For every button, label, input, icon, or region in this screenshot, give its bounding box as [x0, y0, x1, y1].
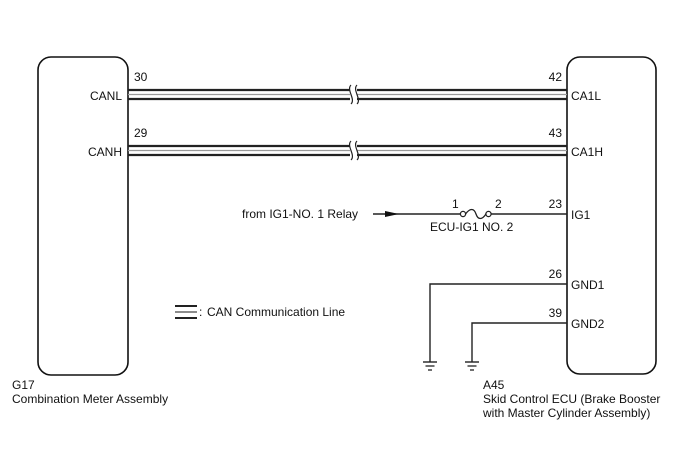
right-component-code: A45	[483, 378, 505, 392]
wire-break-icon	[348, 140, 354, 161]
left-component-name: Combination Meter Assembly	[12, 392, 169, 406]
ground-icon	[423, 361, 437, 371]
pin-number-26: 26	[548, 267, 562, 281]
pin-number-23: 23	[548, 197, 562, 211]
ig1-power-wire	[373, 208, 567, 220]
pin-number-39: 39	[548, 306, 562, 320]
ground-icon	[465, 361, 479, 371]
signal-label-gnd2: GND2	[571, 317, 605, 331]
signal-label-canh: CANH	[87, 145, 122, 159]
arrow-right-icon	[385, 211, 399, 217]
combination-meter-box	[37, 56, 129, 376]
pin-number-43: 43	[548, 126, 562, 140]
skid-control-ecu-box	[566, 56, 657, 375]
wire-break-icon	[348, 84, 354, 105]
left-component-code: G17	[12, 378, 35, 392]
fuse-name-label: ECU-IG1 NO. 2	[430, 220, 514, 234]
legend-separator: :	[199, 305, 203, 319]
signal-label-ca1h: CA1H	[571, 145, 604, 159]
can-high-wire	[128, 140, 567, 161]
right-component-name-line1: Skid Control ECU (Brake Booster	[483, 392, 661, 406]
signal-label-gnd1: GND1	[571, 278, 605, 292]
legend-label: CAN Communication Line	[207, 305, 346, 319]
can-low-wire	[128, 84, 567, 105]
signal-label-ca1l: CA1L	[571, 89, 602, 103]
power-source-label: from IG1-NO. 1 Relay	[242, 207, 359, 221]
fuse-pin-1: 1	[452, 197, 459, 211]
signal-label-canl: CANL	[89, 89, 122, 103]
fuse-pin-2: 2	[495, 197, 502, 211]
fuse-icon	[459, 208, 492, 220]
pin-number-42: 42	[548, 70, 562, 84]
pin-number-29: 29	[134, 126, 148, 140]
pin-number-30: 30	[134, 70, 148, 84]
gnd2-wire	[465, 322, 567, 371]
gnd1-wire	[423, 283, 567, 371]
right-component-name-line2: with Master Cylinder Assembly)	[483, 406, 651, 420]
can-line-legend-icon	[175, 305, 197, 319]
signal-label-ig1: IG1	[571, 208, 591, 222]
